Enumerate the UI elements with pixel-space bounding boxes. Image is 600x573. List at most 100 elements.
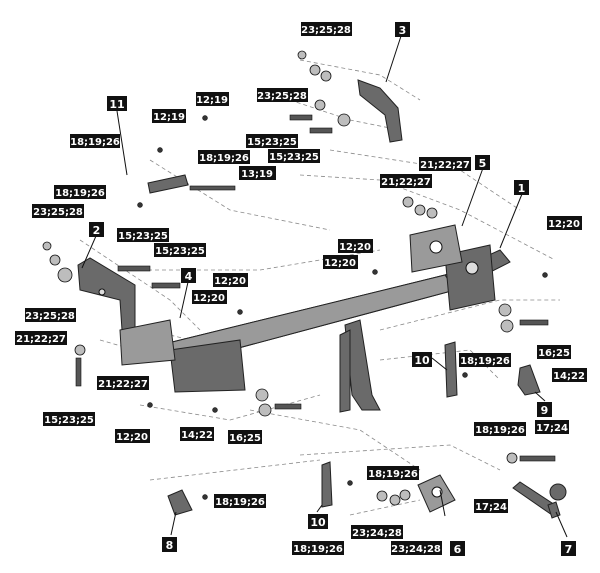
svg-text:23;24;28: 23;24;28 bbox=[352, 528, 402, 539]
svg-text:9: 9 bbox=[541, 404, 549, 417]
spec-label: 18;19;26 bbox=[54, 185, 106, 199]
right-plate-part bbox=[409, 224, 463, 273]
socket-plate-part bbox=[417, 474, 456, 513]
svg-text:21;22;27: 21;22;27 bbox=[381, 177, 431, 188]
spec-label: 12;20 bbox=[115, 429, 150, 443]
svg-text:12;20: 12;20 bbox=[116, 432, 148, 443]
part-number-8: 8 bbox=[162, 537, 177, 552]
svg-text:15;23;25: 15;23;25 bbox=[118, 231, 168, 242]
part-number-9: 9 bbox=[537, 402, 552, 417]
svg-text:12;19: 12;19 bbox=[153, 112, 185, 123]
spec-label: 23;25;28 bbox=[25, 308, 76, 322]
svg-text:12;20: 12;20 bbox=[548, 219, 580, 230]
svg-text:10: 10 bbox=[414, 354, 430, 367]
spec-label: 16;25 bbox=[537, 345, 571, 359]
spec-label: 14;22 bbox=[552, 368, 587, 382]
part-number-6: 6 bbox=[450, 541, 465, 556]
spec-label: 15;23;25 bbox=[268, 149, 320, 163]
spec-label: 18;19;26 bbox=[198, 150, 250, 164]
svg-text:2: 2 bbox=[93, 224, 101, 237]
part-number-5: 5 bbox=[475, 155, 490, 170]
svg-text:5: 5 bbox=[479, 157, 487, 170]
svg-text:18;19;26: 18;19;26 bbox=[215, 497, 265, 508]
svg-text:21;22;27: 21;22;27 bbox=[420, 160, 470, 171]
small-bracket-9-part bbox=[517, 364, 541, 396]
fasteners bbox=[42, 50, 556, 506]
spec-label: 21;22;27 bbox=[97, 376, 149, 390]
svg-text:23;25;28: 23;25;28 bbox=[25, 311, 75, 322]
svg-text:21;22;27: 21;22;27 bbox=[98, 379, 148, 390]
svg-text:15;23;25: 15;23;25 bbox=[247, 137, 297, 148]
spec-label: 16;25 bbox=[228, 430, 262, 444]
svg-text:15;23;25: 15;23;25 bbox=[44, 415, 94, 426]
svg-text:12;20: 12;20 bbox=[214, 276, 246, 287]
spec-label: 13;19 bbox=[239, 166, 276, 180]
svg-text:17;24: 17;24 bbox=[475, 502, 507, 513]
spec-label: 12;20 bbox=[338, 239, 373, 253]
svg-text:18;19;26: 18;19;26 bbox=[199, 153, 249, 164]
spec-label: 23;25;28 bbox=[257, 88, 308, 102]
svg-text:17;24: 17;24 bbox=[536, 423, 568, 434]
spec-label: 18;19;26 bbox=[292, 541, 344, 555]
spec-label: 15;23;25 bbox=[246, 134, 298, 148]
spec-label: 12;20 bbox=[213, 273, 248, 287]
part-number-11: 11 bbox=[107, 96, 127, 111]
spec-label: 14;22 bbox=[180, 427, 214, 441]
svg-text:18;19;26: 18;19;26 bbox=[460, 356, 510, 367]
part-number-3: 3 bbox=[395, 22, 410, 37]
tow-ball-part bbox=[512, 481, 567, 519]
spec-label: 21;22;27 bbox=[15, 331, 67, 345]
svg-text:12;20: 12;20 bbox=[339, 242, 371, 253]
spec-label: 23;25;28 bbox=[32, 204, 84, 218]
svg-text:18;19;26: 18;19;26 bbox=[293, 544, 343, 555]
spec-label: 12;20 bbox=[323, 255, 358, 269]
bracket-8-part bbox=[167, 489, 193, 516]
svg-text:8: 8 bbox=[166, 539, 174, 552]
svg-text:4: 4 bbox=[185, 270, 193, 283]
spec-label: 18;19;26 bbox=[214, 494, 266, 508]
spec-label: 18;19;26 bbox=[474, 422, 526, 436]
svg-text:12;19: 12;19 bbox=[196, 95, 228, 106]
side-plate-part bbox=[119, 319, 176, 366]
svg-text:23;25;28: 23;25;28 bbox=[257, 91, 307, 102]
part-number-10-lower: 10 bbox=[308, 514, 328, 529]
svg-text:23;24;28: 23;24;28 bbox=[391, 544, 441, 555]
svg-text:14;22: 14;22 bbox=[553, 371, 585, 382]
svg-text:6: 6 bbox=[454, 543, 462, 556]
svg-text:3: 3 bbox=[399, 24, 407, 37]
spec-label: 12;20 bbox=[547, 216, 582, 230]
svg-text:15;23;25: 15;23;25 bbox=[155, 246, 205, 257]
spec-label: 18;19;26 bbox=[367, 466, 419, 480]
spec-labels: 23;25;28 23;25;28 12;19 12;19 18;19;26 1… bbox=[15, 22, 587, 555]
spec-label: 15;23;25 bbox=[117, 228, 169, 242]
spec-label: 18;19;26 bbox=[70, 134, 120, 148]
svg-text:23;25;28: 23;25;28 bbox=[33, 207, 83, 218]
svg-text:15;23;25: 15;23;25 bbox=[269, 152, 319, 163]
svg-text:11: 11 bbox=[109, 98, 124, 111]
spec-label: 12;20 bbox=[192, 290, 227, 304]
svg-text:10: 10 bbox=[310, 516, 326, 529]
spec-label: 18;19;26 bbox=[459, 353, 511, 367]
spec-label: 15;23;25 bbox=[154, 243, 206, 257]
bracket-10-upper-part bbox=[444, 341, 458, 398]
spec-label: 23;25;28 bbox=[301, 22, 352, 36]
svg-text:16;25: 16;25 bbox=[538, 348, 570, 359]
part-number-4: 4 bbox=[181, 268, 196, 283]
spec-label: 21;22;27 bbox=[419, 157, 471, 171]
bracket-11-part bbox=[147, 174, 189, 194]
part-number-10-upper: 10 bbox=[412, 352, 432, 367]
part-number-1: 1 bbox=[514, 180, 529, 195]
spec-label: 23;24;28 bbox=[351, 525, 403, 539]
svg-text:18;19;26: 18;19;26 bbox=[70, 137, 120, 148]
svg-text:12;20: 12;20 bbox=[324, 258, 356, 269]
spec-label: 23;24;28 bbox=[391, 541, 442, 555]
spec-label: 12;19 bbox=[196, 92, 229, 106]
svg-text:12;20: 12;20 bbox=[193, 293, 225, 304]
part-number-2: 2 bbox=[89, 222, 104, 237]
svg-text:1: 1 bbox=[518, 182, 526, 195]
spec-label: 21;22;27 bbox=[380, 174, 432, 188]
svg-text:13;19: 13;19 bbox=[241, 169, 273, 180]
part-number-labels: 1 2 3 4 5 6 7 8 9 10 10 11 bbox=[89, 22, 576, 556]
svg-text:18;19;26: 18;19;26 bbox=[368, 469, 418, 480]
